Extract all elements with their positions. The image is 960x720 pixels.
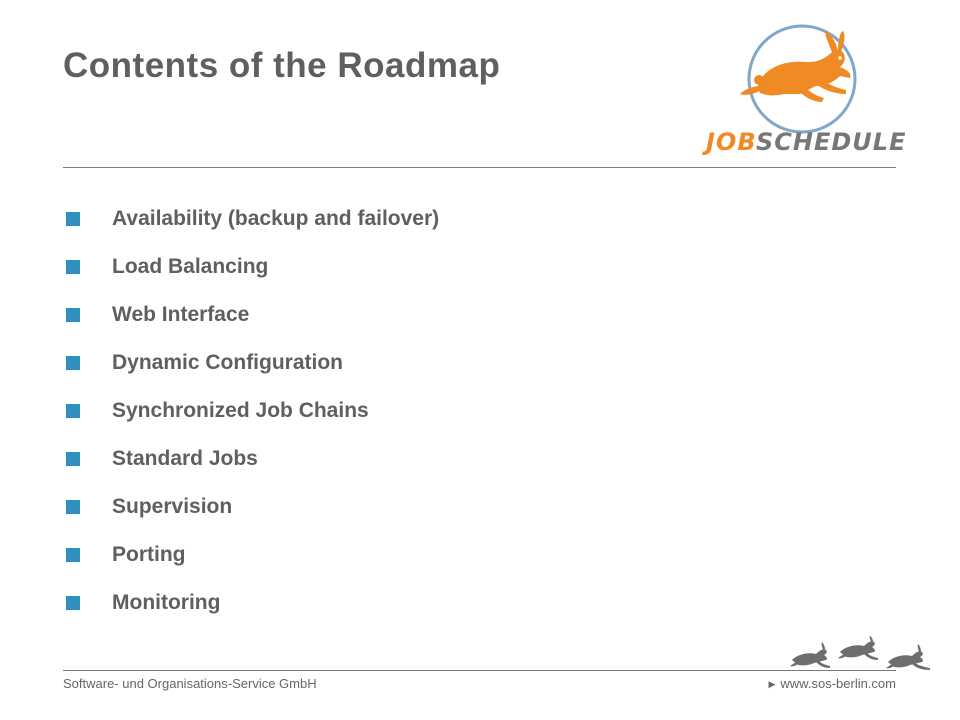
bullet-label: Web Interface bbox=[112, 303, 250, 326]
list-item: Availability (backup and failover) bbox=[0, 197, 439, 245]
running-hares-icon bbox=[790, 636, 930, 670]
title-divider bbox=[63, 167, 896, 168]
logo-text-job: JOB bbox=[702, 128, 757, 156]
square-bullet-icon bbox=[66, 500, 80, 514]
bullet-label: Availability (backup and failover) bbox=[112, 207, 440, 230]
square-bullet-icon bbox=[66, 212, 80, 226]
bullet-label: Standard Jobs bbox=[112, 447, 258, 470]
square-bullet-icon bbox=[66, 452, 80, 466]
bullet-label: Synchronized Job Chains bbox=[112, 399, 369, 422]
bullet-label: Dynamic Configuration bbox=[112, 351, 344, 374]
website-link[interactable]: www.sos-berlin.com bbox=[780, 676, 896, 691]
list-item: Web Interface bbox=[0, 293, 439, 341]
bullet-label: Porting bbox=[112, 543, 186, 566]
footer-divider bbox=[63, 670, 896, 671]
square-bullet-icon bbox=[66, 548, 80, 562]
square-bullet-icon bbox=[66, 308, 80, 322]
list-item: Load Balancing bbox=[0, 245, 439, 293]
logo-text-scheduler: SCHEDULER bbox=[756, 128, 905, 156]
footer-website[interactable]: ▶ www.sos-berlin.com bbox=[768, 676, 896, 691]
hare-icon bbox=[740, 31, 851, 102]
square-bullet-icon bbox=[66, 260, 80, 274]
square-bullet-icon bbox=[66, 404, 80, 418]
list-item: Monitoring bbox=[0, 581, 439, 629]
footer-company: Software- und Organisations-Service GmbH bbox=[63, 676, 317, 691]
triangle-right-icon: ▶ bbox=[768, 679, 776, 689]
list-item: Standard Jobs bbox=[0, 437, 439, 485]
list-item: Synchronized Job Chains bbox=[0, 389, 439, 437]
square-bullet-icon bbox=[66, 596, 80, 610]
jobscheduler-logo: JOB SCHEDULER bbox=[702, 24, 905, 156]
bullet-list: Availability (backup and failover) Load … bbox=[0, 197, 439, 629]
list-item: Supervision bbox=[0, 485, 439, 533]
slide-title: Contents of the Roadmap bbox=[63, 46, 501, 85]
bullet-label: Supervision bbox=[112, 495, 233, 518]
bullet-label: Load Balancing bbox=[112, 255, 269, 278]
list-item: Porting bbox=[0, 533, 439, 581]
square-bullet-icon bbox=[66, 356, 80, 370]
bullet-label: Monitoring bbox=[112, 591, 221, 614]
list-item: Dynamic Configuration bbox=[0, 341, 439, 389]
